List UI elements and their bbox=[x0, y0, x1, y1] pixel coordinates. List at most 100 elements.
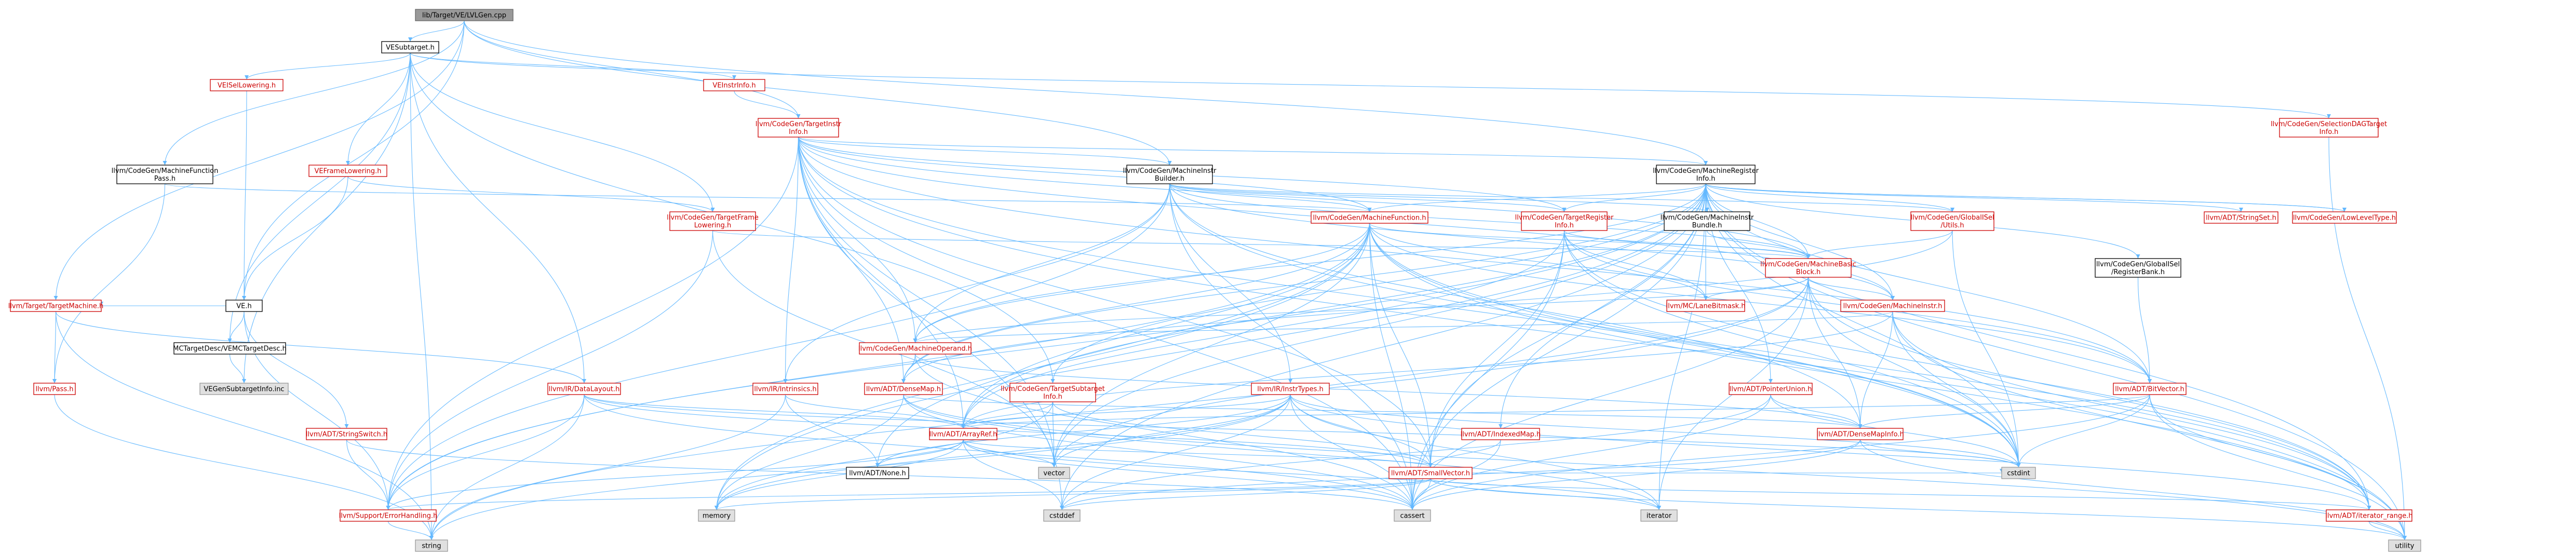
include-edge bbox=[229, 354, 245, 384]
node-utility: utility bbox=[2388, 539, 2421, 552]
include-edge bbox=[1859, 394, 2150, 429]
node-veisel[interactable]: VEISelLowering.h bbox=[210, 79, 284, 91]
include-edge bbox=[1290, 394, 2370, 510]
include-edge bbox=[2018, 394, 2150, 468]
node-box bbox=[1817, 428, 1904, 440]
include-edge bbox=[1859, 439, 2405, 540]
node-strswitch[interactable]: llvm/ADT/StringSwitch.h bbox=[306, 428, 387, 440]
include-edge bbox=[347, 52, 411, 166]
edge-layer bbox=[52, 20, 2407, 540]
node-lowlevel[interactable]: llvm/CodeGen/LowLevelType.h bbox=[2292, 211, 2397, 224]
include-edge bbox=[1658, 183, 1706, 510]
node-box bbox=[929, 428, 997, 440]
node-label: Lowering.h bbox=[694, 222, 731, 229]
node-box bbox=[2388, 539, 2421, 552]
node-indexedmap[interactable]: llvm/ADT/IndexedMap.h bbox=[1461, 428, 1541, 440]
include-edge bbox=[584, 394, 1431, 468]
include-edge bbox=[1054, 277, 1809, 468]
node-box bbox=[340, 509, 437, 522]
edge-arrowhead bbox=[344, 424, 349, 428]
include-edge bbox=[785, 394, 878, 468]
node-datalayout[interactable]: llvm/IR/DataLayout.h bbox=[547, 383, 621, 395]
node-gisel[interactable]: llvm/CodeGen/GlobalISel/Utils.h bbox=[1910, 211, 1994, 231]
node-cstdint: cstdint bbox=[2001, 467, 2036, 479]
node-bitvec[interactable]: llvm/ADT/BitVector.h bbox=[2113, 383, 2187, 395]
node-label: llvm/CodeGen/MachineInstr.h bbox=[1843, 303, 1943, 310]
include-edge bbox=[1412, 183, 1706, 510]
include-edge bbox=[1061, 394, 1771, 510]
node-none[interactable]: llvm/ADT/None.h bbox=[846, 467, 909, 479]
include-edge bbox=[244, 52, 411, 384]
include-edge bbox=[716, 223, 1370, 510]
node-veinstr[interactable]: VEInstrInfo.h bbox=[703, 79, 765, 91]
include-edge bbox=[1808, 277, 1861, 429]
node-lanebm[interactable]: llvm/MC/LaneBitmask.h bbox=[1666, 300, 1746, 312]
node-irtypes[interactable]: llvm/IR/InstrTypes.h bbox=[1251, 383, 1330, 395]
node-box bbox=[846, 467, 909, 479]
node-label: llvm/CodeGen/MachineRegister bbox=[1653, 167, 1759, 175]
include-edge bbox=[387, 223, 1370, 510]
node-vesub[interactable]: VESubtarget.h bbox=[381, 41, 439, 53]
node-arrayref[interactable]: llvm/ADT/ArrayRef.h bbox=[929, 428, 997, 440]
node-string: string bbox=[415, 539, 448, 552]
edge-arrowhead bbox=[913, 339, 918, 343]
node-box bbox=[381, 41, 439, 53]
include-edge bbox=[1169, 183, 1809, 259]
node-mf[interactable]: llvm/CodeGen/MachineFunction.h bbox=[1311, 211, 1428, 224]
node-itrange[interactable]: llvm/ADT/iterator_range.h bbox=[2325, 509, 2413, 522]
include-edge bbox=[229, 52, 411, 343]
node-veframe[interactable]: VEFrameLowering.h bbox=[308, 165, 387, 177]
include-edge bbox=[1705, 183, 1893, 301]
include-edge bbox=[798, 137, 1809, 259]
node-mctgt[interactable]: MCTargetDesc/VEMCTargetDesc.h bbox=[173, 342, 287, 355]
include-edge bbox=[903, 394, 1861, 429]
node-mop[interactable]: llvm/CodeGen/MachineOperand.h bbox=[858, 342, 972, 355]
include-edge bbox=[431, 394, 585, 540]
edge-arrowhead bbox=[2342, 208, 2346, 212]
edge-arrowhead bbox=[1060, 506, 1064, 510]
include-edge bbox=[1061, 183, 1706, 510]
node-label: Block.h bbox=[1796, 268, 1821, 276]
node-mi[interactable]: llvm/CodeGen/MachineInstr.h bbox=[1840, 300, 1945, 312]
include-edge bbox=[1430, 478, 2370, 510]
include-edge bbox=[1412, 394, 1771, 510]
node-pass[interactable]: llvm/Pass.h bbox=[33, 383, 76, 395]
node-densemapinfo[interactable]: llvm/ADT/DenseMapInfo.h bbox=[1816, 428, 1904, 440]
include-edge bbox=[1563, 230, 1706, 301]
node-errh[interactable]: llvm/Support/ErrorHandling.h bbox=[339, 509, 438, 522]
include-edge bbox=[2149, 394, 2370, 510]
include-edge bbox=[798, 137, 964, 429]
node-ptrunion[interactable]: llvm/ADT/PointerUnion.h bbox=[1729, 383, 1813, 395]
node-label: vector bbox=[1043, 470, 1065, 478]
edge-arrowhead bbox=[1891, 296, 1895, 300]
node-label: Bundle.h bbox=[1692, 222, 1722, 229]
include-edge bbox=[54, 183, 166, 384]
include-edge bbox=[1563, 230, 1809, 259]
include-edge bbox=[1705, 183, 2019, 468]
node-regbank[interactable]: llvm/CodeGen/GlobalISel/RegisterBank.h bbox=[2095, 258, 2181, 278]
node-vegen: VEGenSubtargetInfo.inc bbox=[199, 383, 289, 395]
node-label: llvm/ADT/SmallVector.h bbox=[1391, 470, 1470, 478]
node-box bbox=[864, 383, 943, 395]
node-label: memory bbox=[703, 512, 731, 520]
node-intr[interactable]: llvm/IR/Intrinsics.h bbox=[752, 383, 818, 395]
node-smallvec[interactable]: llvm/ADT/SmallVector.h bbox=[1388, 467, 1473, 479]
node-ttm[interactable]: llvm/Target/TargetMachine.h bbox=[8, 300, 104, 312]
node-ve[interactable]: VE.h bbox=[225, 300, 263, 312]
node-root: lib/Target/VE/LVLGen.cpp bbox=[415, 9, 514, 21]
node-densemap[interactable]: llvm/ADT/DenseMap.h bbox=[864, 383, 943, 395]
include-edge bbox=[798, 137, 1370, 212]
node-strset[interactable]: llvm/ADT/StringSet.h bbox=[2204, 211, 2278, 224]
include-edge bbox=[1369, 223, 2150, 384]
include-edge bbox=[387, 183, 1706, 510]
